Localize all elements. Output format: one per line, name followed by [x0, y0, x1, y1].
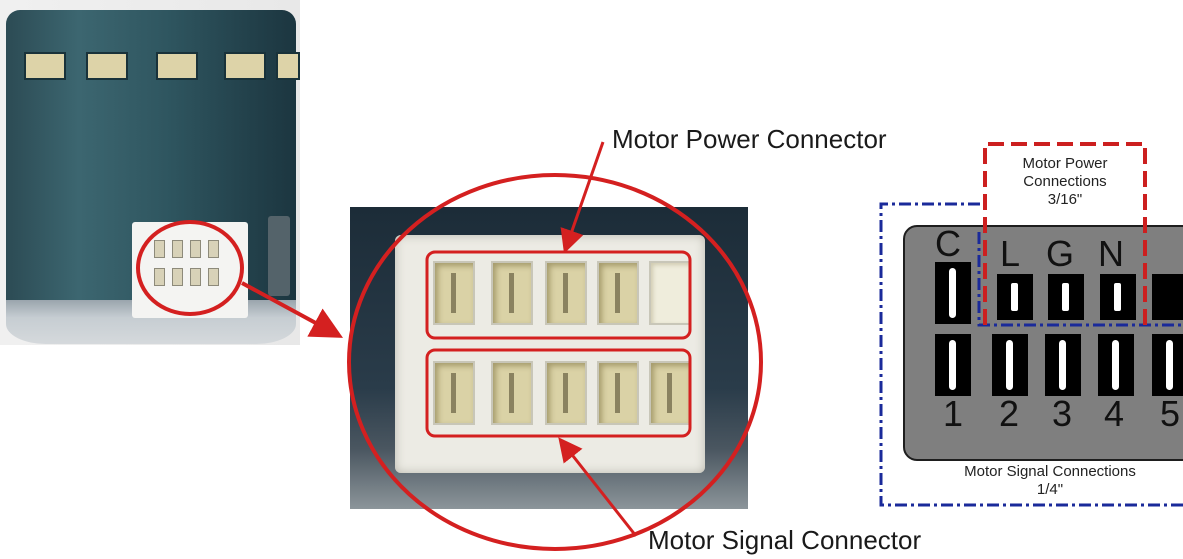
signal-pin-slot	[649, 361, 691, 425]
signal-pin-slot	[597, 361, 639, 425]
vent-slot	[276, 52, 300, 80]
terminal-g	[1048, 274, 1084, 320]
power-pin-slot	[491, 261, 533, 325]
motor-side-bracket	[268, 216, 290, 296]
mini-pin	[172, 240, 183, 258]
connector-housing	[395, 235, 705, 473]
terminal-1	[935, 334, 971, 396]
vent-slot	[86, 52, 128, 80]
pin-number-1: 1	[943, 393, 964, 434]
pin-number-5: 5	[1160, 393, 1181, 434]
signal-connections-size: 1/4"	[1036, 481, 1064, 498]
signal-pin-slot	[491, 361, 533, 425]
terminal-2	[992, 334, 1028, 396]
empty-pin-slot	[649, 261, 691, 325]
terminal-n	[1100, 274, 1136, 320]
mini-pin	[208, 240, 219, 258]
signal-connections-title: Motor Signal Connections	[964, 463, 1136, 480]
power-connections-size: 3/16"	[1047, 191, 1083, 208]
pin-letter-c: C	[935, 223, 961, 264]
power-pin-slot	[597, 261, 639, 325]
signal-pin-slot	[545, 361, 587, 425]
power-connections-label: Motor Power Connections 3/16"	[992, 155, 1138, 209]
pin-letter-g: G	[1046, 233, 1075, 274]
terminal-blank	[1152, 274, 1183, 320]
motor-power-connector-caption: Motor Power Connector	[612, 124, 887, 154]
pin-letter-n: N	[1098, 233, 1124, 274]
pin-number-4: 4	[1104, 393, 1125, 434]
mini-pin	[154, 240, 165, 258]
mini-pin	[190, 268, 201, 286]
motor-photo	[0, 0, 300, 345]
terminal-4	[1098, 334, 1134, 396]
terminal-5	[1152, 334, 1183, 396]
terminal-c	[935, 262, 971, 324]
connector-closeup-photo	[350, 207, 748, 509]
mini-pin	[172, 268, 183, 286]
terminal-l	[997, 274, 1033, 320]
pin-number-3: 3	[1052, 393, 1073, 434]
power-pin-slot	[545, 261, 587, 325]
signal-pin-slot	[433, 361, 475, 425]
mini-pin	[208, 268, 219, 286]
terminal-3	[1045, 334, 1081, 396]
motor-signal-connector-caption: Motor Signal Connector	[648, 525, 922, 555]
motor-connector-plate	[132, 222, 248, 318]
power-pin-slot	[433, 261, 475, 325]
signal-connections-label: Motor Signal Connections 1/4"	[915, 463, 1183, 499]
vent-slot	[156, 52, 198, 80]
pin-number-2: 2	[999, 393, 1020, 434]
mini-pin	[154, 268, 165, 286]
vent-slot	[24, 52, 66, 80]
power-connections-title: Motor Power Connections	[1022, 155, 1108, 190]
mini-pin	[190, 240, 201, 258]
pin-letter-l: L	[1000, 233, 1021, 274]
vent-slot	[224, 52, 266, 80]
